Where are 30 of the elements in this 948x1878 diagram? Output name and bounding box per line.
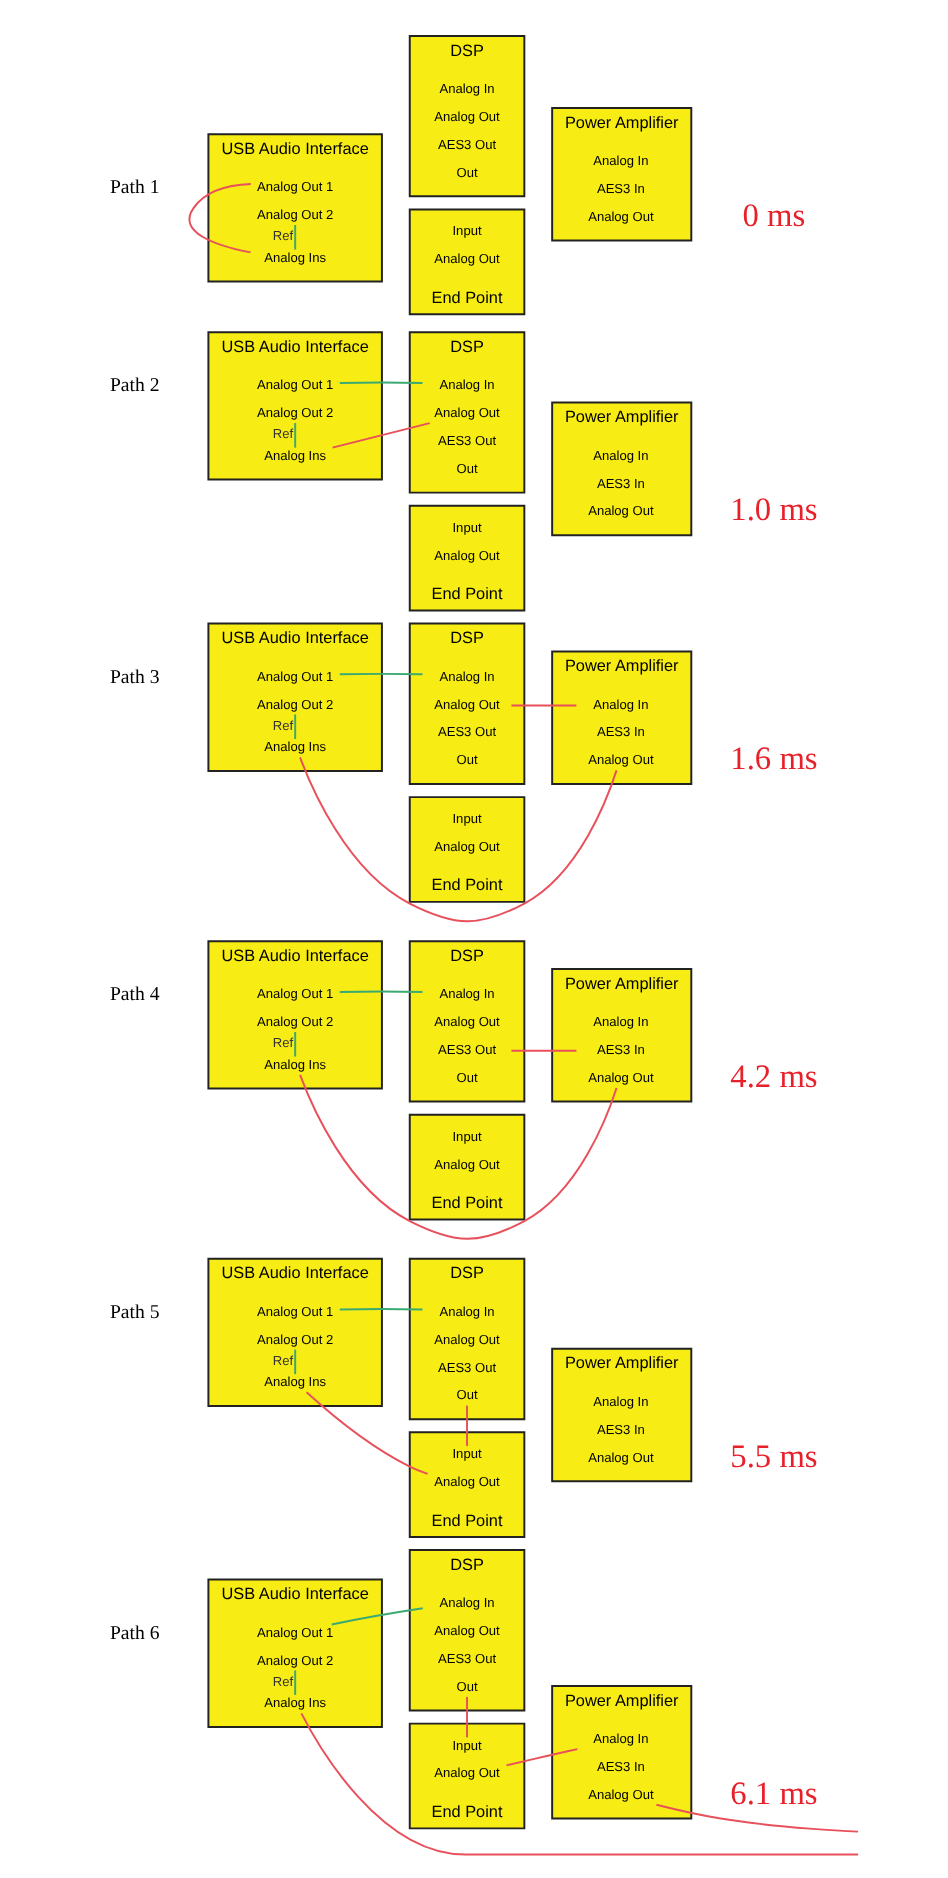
label: Path 2: [108, 375, 159, 398]
connector: [337, 990, 423, 993]
connector: [509, 1049, 577, 1052]
label: Path 5: [108, 1301, 159, 1324]
connector: [465, 1404, 468, 1447]
connector: [293, 1031, 296, 1058]
connector: [293, 1348, 296, 1376]
label: Path 1: [108, 177, 159, 200]
connector: [465, 1695, 468, 1739]
label: 0 ms: [741, 195, 805, 234]
connector: [187, 183, 251, 254]
connector: [337, 672, 423, 676]
connector: [293, 713, 296, 740]
connector: [509, 704, 577, 707]
connector: [337, 1308, 423, 1311]
label: Path 4: [108, 984, 159, 1007]
label: Path 3: [108, 666, 159, 689]
connector: [654, 1803, 858, 1833]
label: 1.0 ms: [729, 490, 817, 529]
connector: [293, 1669, 296, 1696]
label: 6.1 ms: [729, 1773, 817, 1812]
label: 1.6 ms: [729, 739, 817, 778]
label: Path 6: [108, 1622, 159, 1645]
label: 4.2 ms: [729, 1056, 817, 1095]
connector: [337, 381, 423, 384]
connector: [293, 422, 296, 449]
label: 5.5 ms: [729, 1436, 817, 1475]
connector: [293, 224, 296, 251]
connector: [299, 1712, 859, 1856]
connector: [330, 422, 430, 449]
